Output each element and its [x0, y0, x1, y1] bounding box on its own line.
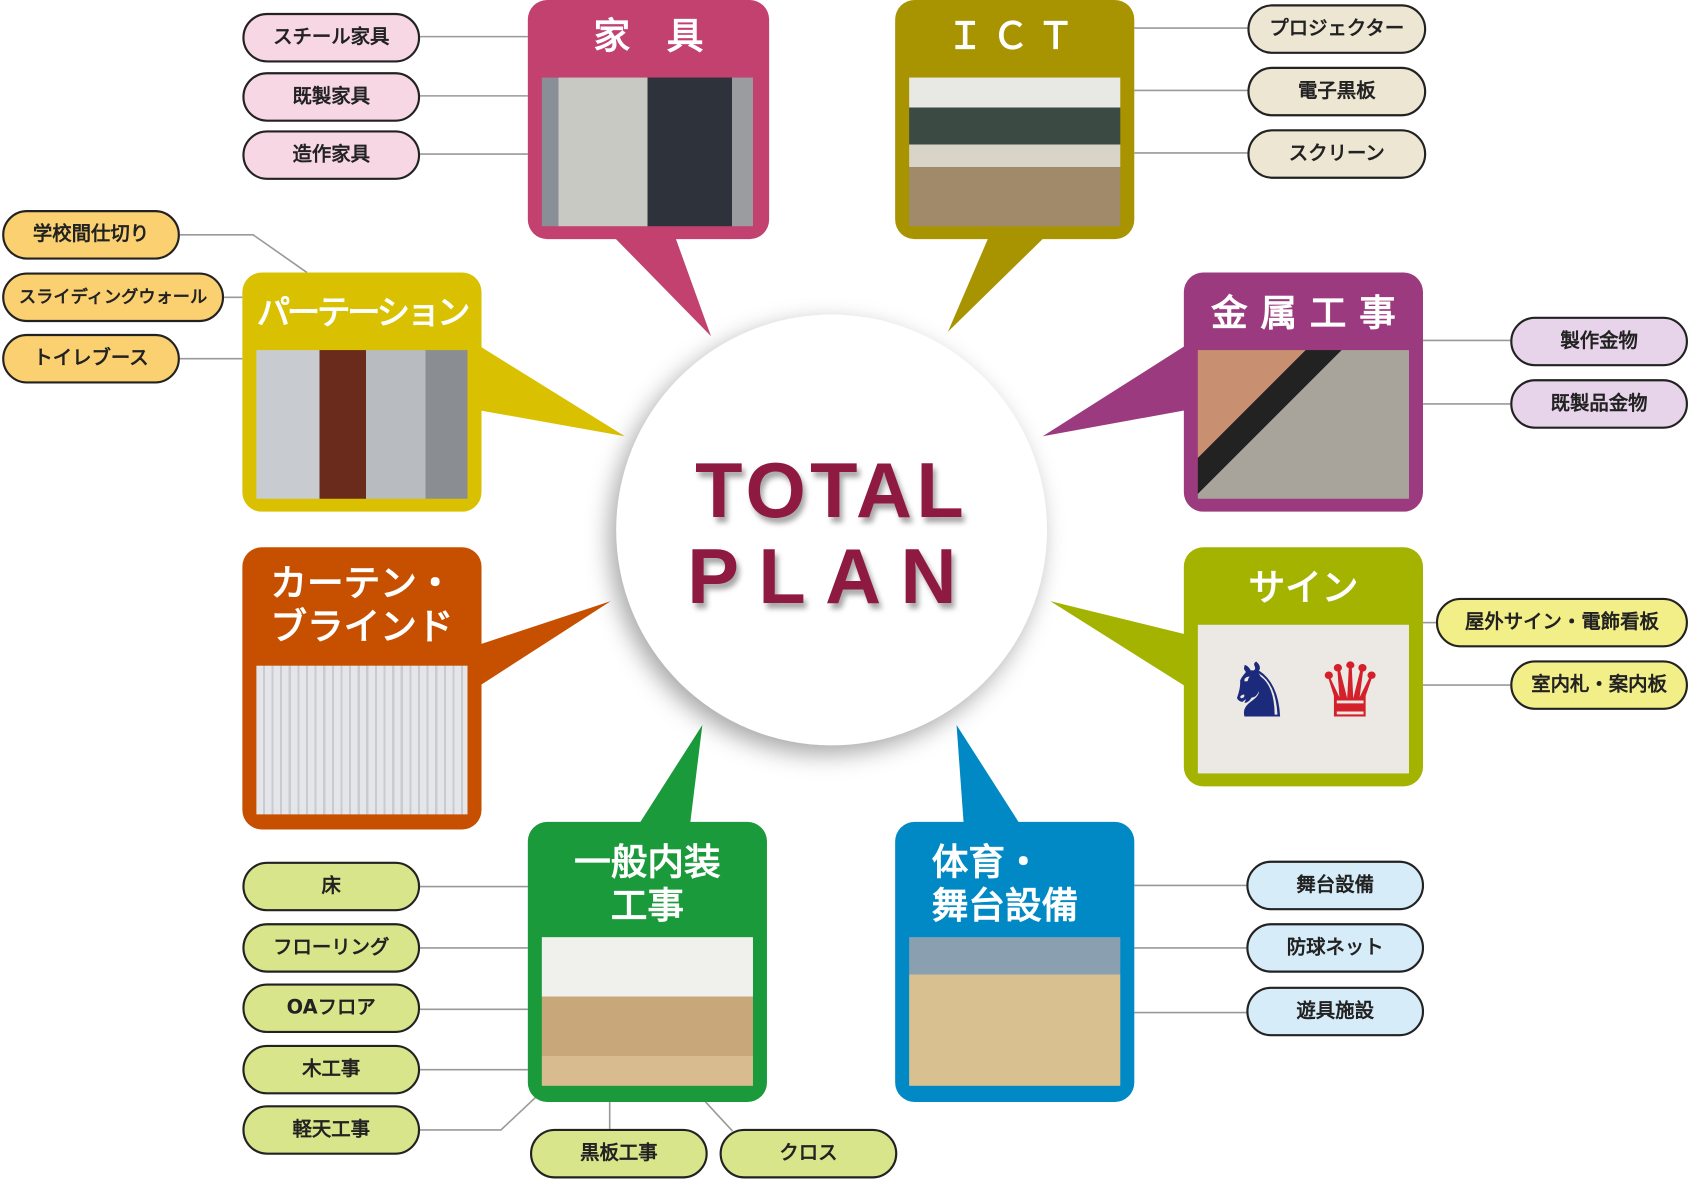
metal-pointer	[1042, 342, 1191, 437]
category-curtain-blind[interactable]: カーテン・ ブラインド	[242, 547, 482, 830]
category-sports-stage[interactable]: 体育・ 舞台設備	[895, 821, 1135, 1102]
category-title: パーテーション	[256, 294, 471, 333]
sports-pointer	[956, 724, 1024, 830]
item-screen[interactable]: スクリーン	[1247, 129, 1427, 179]
item-light-ceiling[interactable]: 軽天工事	[242, 1105, 421, 1155]
curtain-pointer	[473, 601, 611, 690]
ict-pointer	[947, 231, 1051, 332]
item-sliding-wall[interactable]: スライディングウォール	[2, 272, 225, 323]
category-partition[interactable]: パーテーション	[242, 272, 482, 512]
item-ready-made-furniture[interactable]: 既製家具	[242, 72, 421, 122]
category-title: ＩＣＴ	[946, 15, 1083, 59]
interior-pointer	[635, 724, 703, 830]
sign-pointer	[1050, 601, 1191, 690]
item-steel-furniture[interactable]: スチール家具	[242, 12, 421, 63]
category-title: 一般内装 工事	[574, 841, 721, 928]
item-carpentry[interactable]: 木工事	[242, 1044, 421, 1095]
item-play-equipment[interactable]: 遊具施設	[1246, 986, 1425, 1037]
center-title-line1: TOTAL	[695, 448, 969, 535]
item-ball-net[interactable]: 防球ネット	[1246, 923, 1425, 973]
interior-photo	[541, 937, 753, 1086]
item-floor[interactable]: 床	[242, 861, 421, 912]
category-ict[interactable]: ＩＣＴ	[895, 0, 1135, 240]
category-sign[interactable]: サイン ♞ ♛	[1183, 547, 1423, 787]
item-stage-equipment[interactable]: 舞台設備	[1246, 860, 1425, 911]
item-school-partition[interactable]: 学校間仕切り	[2, 210, 180, 260]
partition-pointer	[473, 342, 625, 437]
center-title-line2: PLAN	[687, 534, 976, 621]
item-outdoor-sign[interactable]: 屋外サイン・電飾看板	[1435, 597, 1688, 648]
item-custom-furniture[interactable]: 造作家具	[242, 130, 421, 180]
metal-photo	[1197, 350, 1409, 499]
category-furniture[interactable]: 家 具	[527, 0, 770, 240]
center-circle	[616, 314, 1048, 746]
category-title: 体育・ 舞台設備	[931, 841, 1079, 928]
item-toilet-booth[interactable]: トイレブース	[2, 333, 180, 384]
furniture-photo	[541, 77, 753, 227]
partition-photo	[256, 350, 468, 499]
category-title: 金 属 工 事	[1211, 291, 1396, 336]
item-electronic-blackboard[interactable]: 電子黒板	[1247, 66, 1427, 117]
item-indoor-sign[interactable]: 室内札・案内板	[1510, 660, 1688, 710]
category-title: サイン	[1248, 566, 1359, 610]
category-metal-work[interactable]: 金 属 工 事	[1183, 272, 1423, 512]
lady-icon: ♛	[1316, 646, 1384, 735]
ict-photo	[909, 77, 1121, 227]
item-ready-made-hardware[interactable]: 既製品金物	[1510, 379, 1688, 429]
item-projector[interactable]: プロジェクター	[1247, 4, 1427, 54]
curtain-photo	[256, 665, 468, 815]
sports-photo	[909, 937, 1121, 1086]
item-fabricated-hardware[interactable]: 製作金物	[1510, 316, 1688, 367]
item-oa-floor[interactable]: OAフロア	[242, 983, 421, 1034]
furniture-pointer	[608, 231, 711, 337]
item-wallcloth[interactable]: クロス	[719, 1128, 898, 1179]
item-blackboard-work[interactable]: 黒板工事	[529, 1128, 708, 1179]
item-flooring[interactable]: フローリング	[242, 923, 421, 973]
gentleman-icon: ♞	[1224, 646, 1293, 735]
sign-photo: ♞ ♛	[1197, 624, 1409, 774]
category-title: カーテン・ ブラインド	[270, 562, 454, 649]
category-interior-work[interactable]: 一般内装 工事	[527, 821, 767, 1102]
category-title: 家 具	[593, 15, 704, 59]
